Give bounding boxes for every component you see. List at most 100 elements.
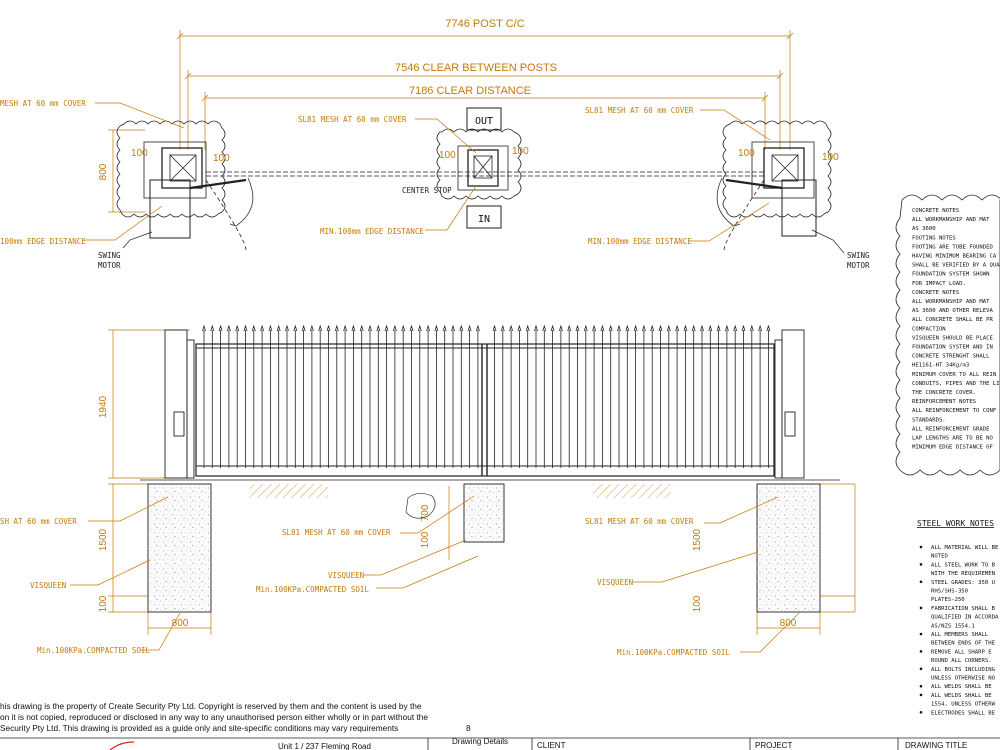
cover-dim: 100: [738, 148, 755, 159]
picket-tip: [409, 324, 414, 332]
concrete-note-line: LAP LENGTHS ARE TO BE NO: [912, 436, 993, 442]
dim-center-cover: 100: [420, 531, 431, 548]
steel-notes-title: STEEL WORK NOTES: [917, 519, 994, 528]
rock-outline: [405, 493, 436, 519]
elev-soil-right: Min.100KPa.COMPACTED SOIL: [617, 648, 730, 657]
picket-tip: [534, 324, 538, 332]
steel-note-line: WITH THE REQUIREMEN: [931, 571, 995, 577]
dim-clear-between-posts: 7546 CLEAR BETWEEN POSTS: [395, 62, 557, 74]
disclaimer-line-3: Security Pty Ltd. This drawing is provid…: [0, 723, 398, 733]
dim-footing-width-left: 800: [172, 618, 189, 629]
concrete-note-line: REINFORCEMENT NOTES: [912, 399, 976, 405]
concrete-notes-cloud: [895, 194, 1000, 476]
concrete-note-line: ALL REINFORCEMENT TO CONF: [912, 408, 997, 414]
picket-tip: [326, 324, 331, 332]
dim-clear-distance: 7186 CLEAR DISTANCE: [409, 85, 531, 97]
picket-tip: [592, 324, 596, 332]
concrete-note-line: SHALL BE VERIFIED BY A QUA: [912, 263, 1000, 269]
picket-tip: [384, 324, 389, 332]
steel-note-line: STEEL GRADES: 350 U: [931, 580, 995, 586]
picket-tip: [310, 324, 314, 332]
concrete-note-line: HAVING MINIMUM BEARING CA: [912, 254, 997, 260]
in-label: IN: [478, 214, 490, 225]
picket-tip: [642, 324, 646, 332]
dim-post-cc: 7746 POST C/C: [445, 18, 524, 30]
swing-motor-right-2: MOTOR: [847, 261, 870, 270]
picket-tip: [733, 324, 738, 332]
picket-tip: [700, 324, 704, 332]
steel-note-line: ALL MEMBERS SHALL: [931, 632, 989, 638]
picket-tip: [766, 324, 771, 332]
steel-note-line: UNLESS OTHERWISE NO: [931, 676, 996, 682]
picket-tip: [716, 324, 721, 332]
plan-mesh-left: MESH AT 60 mm COVER: [0, 99, 86, 108]
dim-footing-plan-depth: 800: [98, 163, 109, 180]
picket-tip: [210, 324, 215, 332]
concrete-note-line: FOR IMPACT LOAD.: [912, 281, 966, 287]
disclaimer-mark: 8: [466, 723, 471, 733]
concrete-note-line: AS 3600: [912, 226, 936, 232]
picket-tip: [517, 324, 522, 332]
disclaimer-line-2: on it is not copied, reproduced or discl…: [0, 712, 428, 722]
concrete-note-line: FOOTING ARE TOBE FOUNDED: [912, 244, 993, 250]
gate-posts: [164, 329, 805, 479]
picket-tip: [500, 324, 505, 332]
picket-tip: [227, 324, 231, 332]
bullet-icon: [919, 606, 923, 610]
picket-tip: [293, 324, 298, 332]
steel-note-line: ALL BOLTS INCLUDING: [931, 667, 996, 673]
plan-cover-dims: 100 100 100 100 100 100: [131, 146, 839, 164]
picket-tip: [235, 324, 240, 332]
footing-elevation-center: [463, 483, 505, 543]
picket-tip: [749, 324, 754, 332]
plan-footing-right: [716, 120, 832, 237]
title-client: CLIENT: [537, 741, 566, 750]
picket-tip: [426, 324, 430, 332]
dim-cover-left: 100: [98, 595, 109, 612]
picket-tip: [351, 324, 356, 332]
picket-tip: [567, 324, 572, 332]
picket-tip: [625, 324, 630, 332]
disclaimer-line-1: his drawing is the property of Create Se…: [0, 701, 422, 711]
picket-tip: [202, 324, 206, 332]
concrete-note-line: STANDARDS.: [912, 417, 946, 423]
dim-center-stop-depth: 700: [420, 504, 431, 521]
picket-tip: [459, 324, 464, 332]
steel-note-line: QUALIFIED IN ACCORDA: [931, 615, 999, 621]
picket-tip: [542, 324, 547, 332]
concrete-note-line: ALL WORKMANSHIP AND MAT: [912, 299, 990, 305]
elevation-leaders: [70, 495, 801, 653]
picket-tip: [442, 324, 447, 332]
concrete-note-line: CONCRETE NOTES: [912, 290, 959, 296]
plan-mesh-center: SL81 MESH AT 60 mm COVER: [298, 115, 407, 124]
concrete-note-line: ALL WORKMANSHIP AND MAT: [912, 217, 990, 223]
elev-mesh-right: SL81 MESH AT 60 mm COVER: [585, 517, 694, 526]
plan-edge-center: MIN.100mm EDGE DISTANCE: [320, 227, 424, 236]
picket-tip: [658, 324, 663, 332]
steel-note-line: NOTED: [931, 554, 948, 560]
concrete-note-line: MINIMUM EDGE DISTANCE OF: [912, 445, 993, 451]
footing-elevation-right: [756, 483, 821, 613]
title-drawing-details: Drawing Details: [452, 737, 508, 746]
bullet-icon: [919, 563, 923, 566]
steel-note-line: RHS/SHS-350: [931, 589, 968, 595]
title-block: [0, 737, 1000, 750]
dim-footing-depth-left: 1500: [98, 528, 109, 551]
steel-note-line: FABRICATION SHALL B: [931, 606, 996, 612]
bullet-icon: [919, 684, 923, 688]
picket-tip: [575, 324, 580, 332]
elev-soil-center: Min.100KPa.COMPACTED SOIL: [256, 585, 369, 594]
picket-tip: [617, 324, 621, 332]
ground-hatch-left: [250, 484, 328, 498]
picket-tip: [476, 324, 480, 332]
cover-dim: 100: [512, 146, 529, 157]
concrete-note-line: FOUNDATION SYSTEM SHOWN: [912, 272, 989, 278]
plan-edge-left: 100mm EDGE DISTANCE: [0, 237, 86, 246]
concrete-note-line: CONCRETE STRENGHT SHALL: [912, 354, 990, 360]
elev-mesh-left: SH AT 60 mm COVER: [0, 517, 77, 526]
plan-leaders: [84, 102, 845, 254]
picket-tip: [285, 324, 289, 332]
concrete-notes: CONCRETE NOTES ALL WORKMANSHIP AND MAT AS …: [912, 208, 1000, 451]
picket-tip: [243, 324, 248, 332]
